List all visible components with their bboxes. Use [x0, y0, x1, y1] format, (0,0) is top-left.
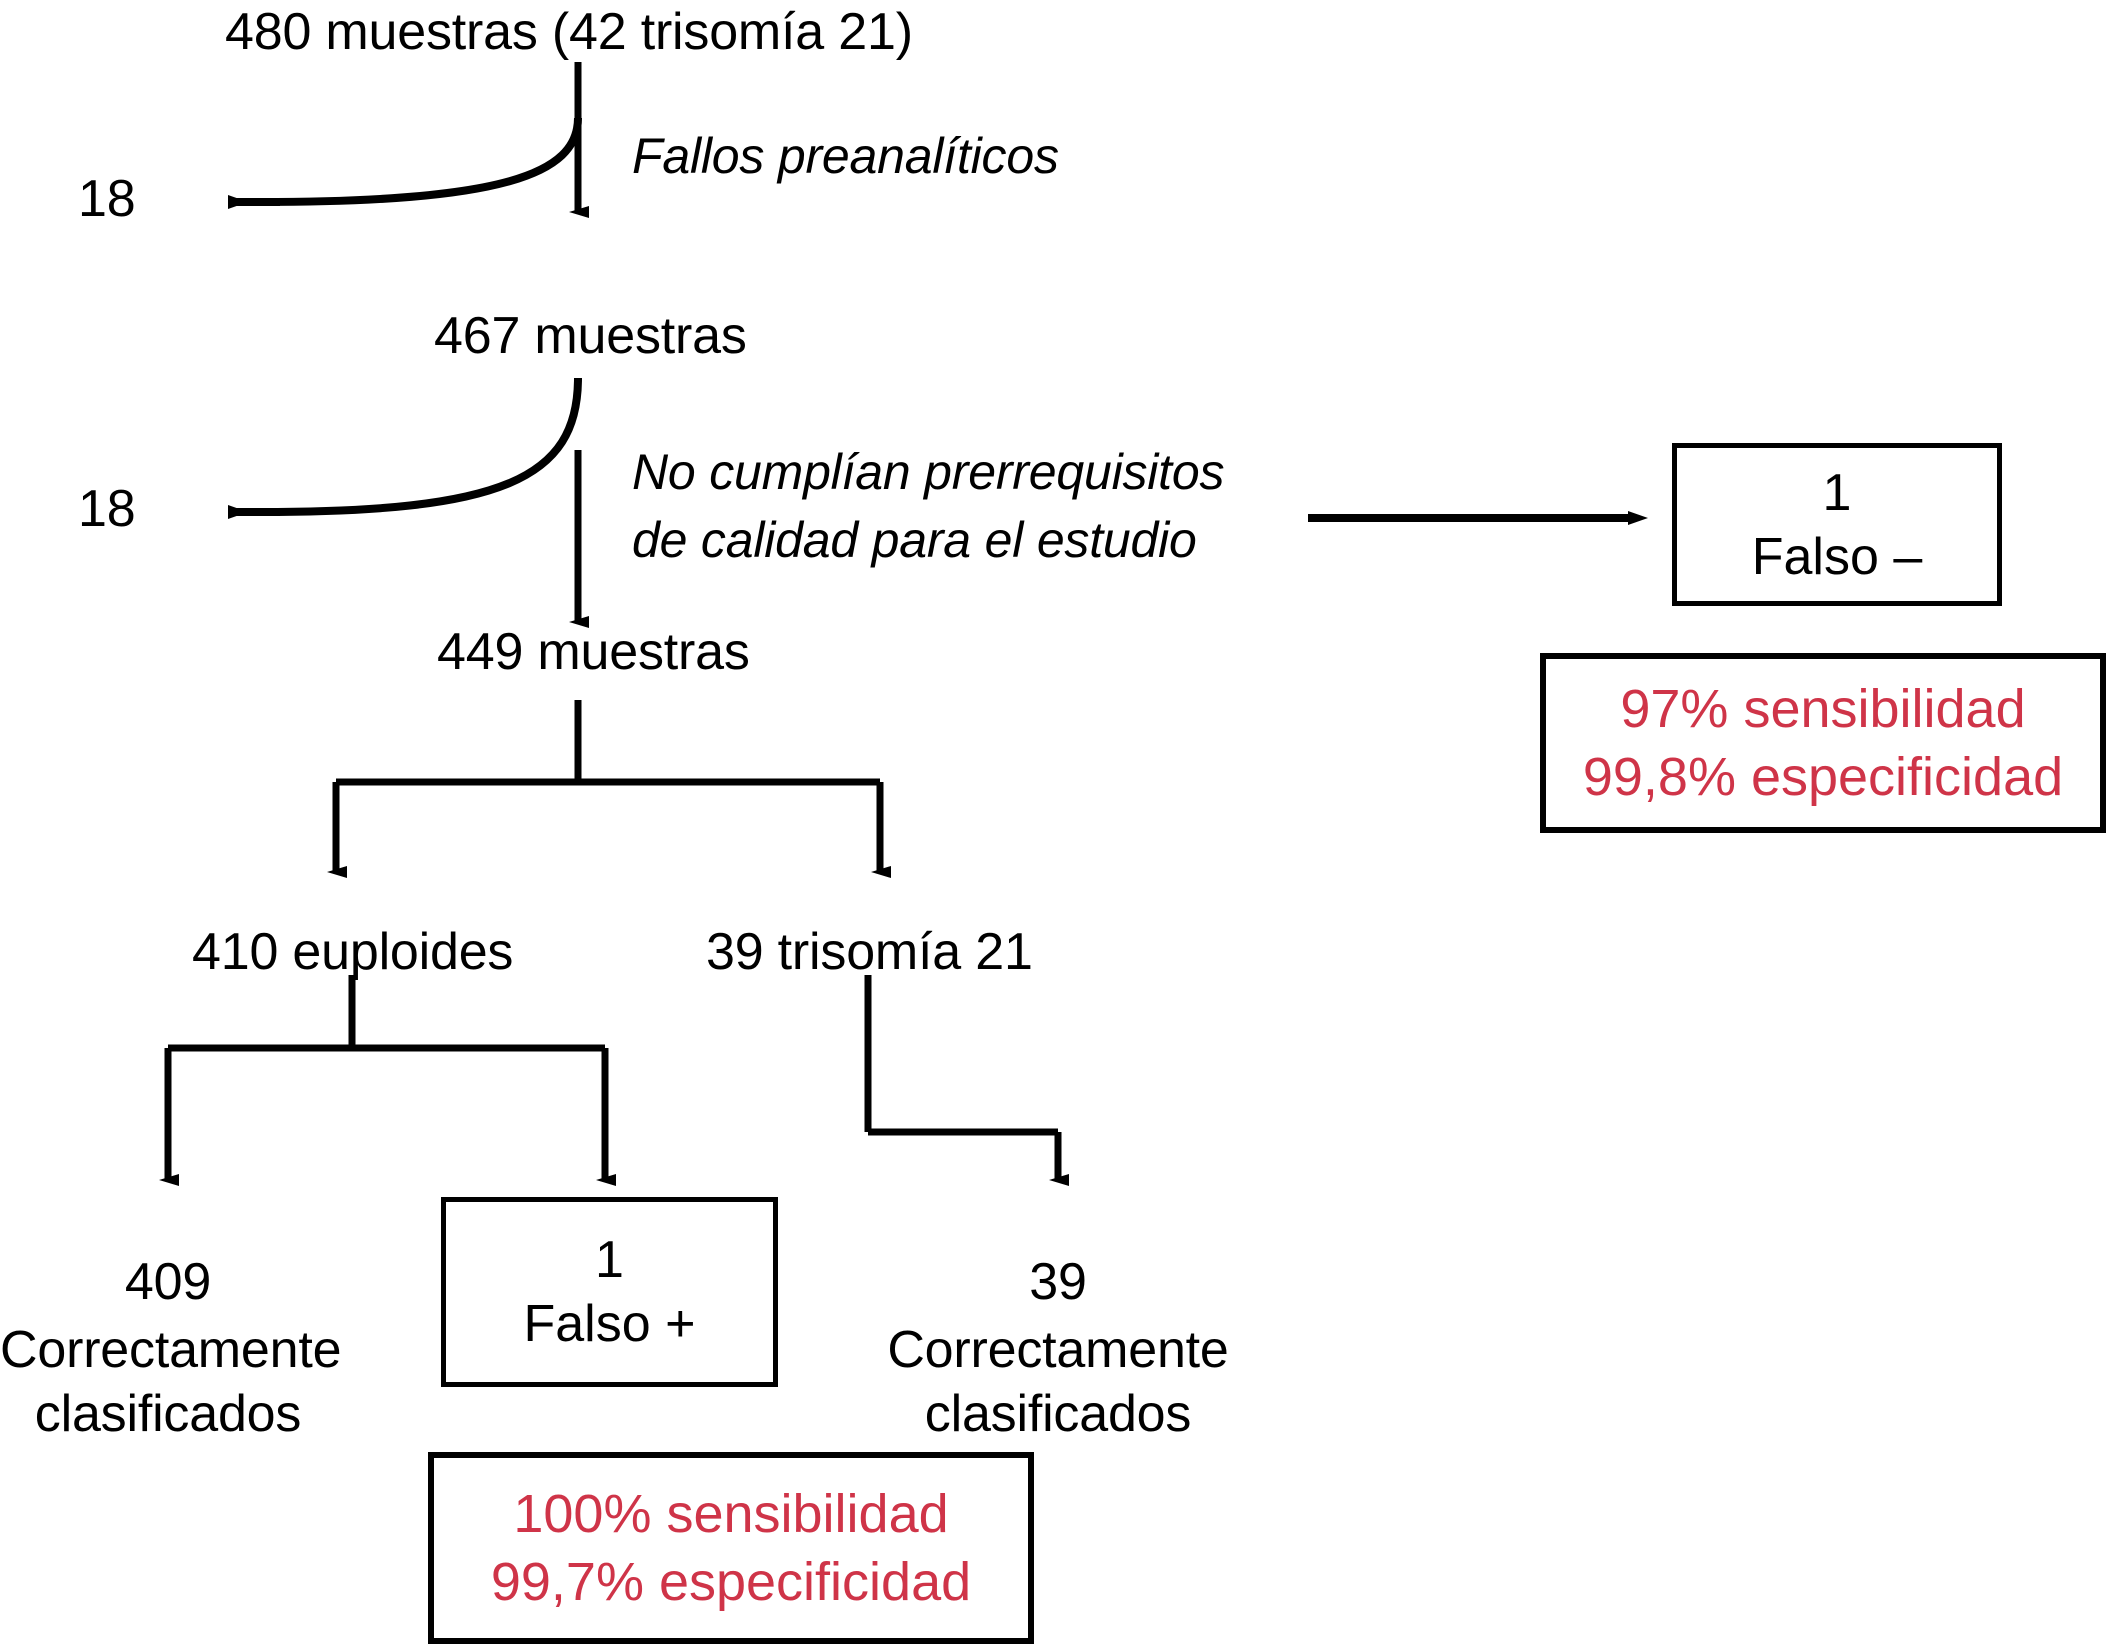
edge-split-after-quality	[327, 700, 891, 878]
edge-trisomy-to-correct	[864, 975, 1069, 1186]
box-final-metrics: 100% sensibilidad 99,7% especificidad	[428, 1452, 1034, 1644]
node-correct-euploid-line2: clasificados	[34, 1385, 302, 1443]
edge-label-quality-prereq-line1: No cumplían prerrequisitos	[632, 444, 1225, 500]
node-excluded-preanalytic-count: 18	[78, 170, 136, 228]
final-metrics-sensitivity: 100% sensibilidad	[513, 1484, 949, 1544]
node-trisomy: 39 trisomía 21	[706, 923, 1033, 981]
node-correct-trisomy-line1: Correctamente	[887, 1321, 1229, 1379]
node-correct-euploid-count: 409	[124, 1253, 212, 1311]
false-positive-label: Falso +	[523, 1295, 696, 1353]
edge-label-preanalytic-failures: Fallos preanalíticos	[632, 128, 1059, 184]
node-correct-trisomy-line2: clasificados	[924, 1385, 1192, 1443]
edge-label-quality-prereq-line2: de calidad para el estudio	[632, 512, 1197, 568]
node-total-samples: 480 muestras (42 trisomía 21)	[225, 3, 913, 61]
final-metrics-specificity: 99,7% especificidad	[490, 1552, 972, 1612]
node-excluded-quality-count: 18	[78, 480, 136, 538]
false-negative-count: 1	[1822, 463, 1852, 522]
node-correct-euploid-line1: Correctamente	[0, 1321, 342, 1379]
edge-excluded-quality	[228, 377, 582, 519]
false-negative-label: Falso –	[1751, 527, 1923, 586]
box-false-negative: 1 Falso –	[1672, 443, 2002, 606]
edge-split-euploid	[159, 975, 616, 1186]
false-positive-count: 1	[595, 1231, 624, 1289]
node-after-preanalytic: 467 muestras	[434, 307, 747, 365]
box-quality-metrics: 97% sensibilidad 99,8% especificidad	[1540, 653, 2106, 833]
quality-metrics-sensitivity: 97% sensibilidad	[1620, 679, 2026, 739]
node-euploid: 410 euploides	[192, 923, 514, 981]
quality-metrics-specificity: 99,8% especificidad	[1582, 747, 2064, 807]
box-false-positive: 1 Falso +	[441, 1197, 778, 1387]
edge-excluded-preanalytic	[228, 117, 582, 209]
node-after-quality: 449 muestras	[437, 623, 750, 681]
node-correct-trisomy-count: 39	[1029, 1253, 1087, 1311]
